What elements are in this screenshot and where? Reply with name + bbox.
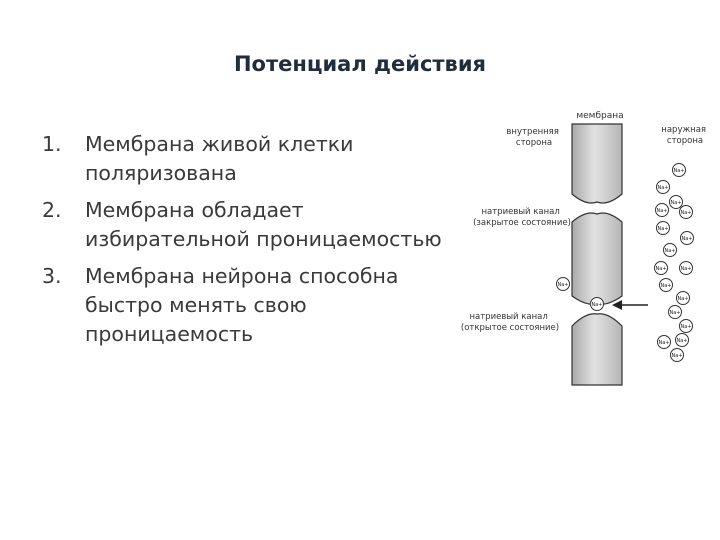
- membrane-segment: [571, 123, 623, 204]
- sodium-ion: Na+: [676, 291, 690, 305]
- membrane-diagram: мембрана внутренняя сторона наружная сто…: [461, 111, 708, 386]
- item-text: Мембрана живой клетки поляризована: [85, 132, 354, 185]
- membrane-segment: [571, 313, 623, 386]
- point-list: 1. Мембрана живой клетки поляризована 2.…: [42, 130, 482, 357]
- list-item: 3. Мембрана нейрона способна быстро меня…: [42, 262, 482, 349]
- sodium-ion: Na+: [679, 205, 693, 219]
- svg-text:Na+: Na+: [665, 248, 676, 254]
- sodium-ion: Na+: [669, 195, 683, 209]
- item-text: Мембрана обладает избирательной проницае…: [85, 198, 442, 251]
- sodium-ion: Na+: [679, 319, 693, 333]
- sodium-ion: Na+: [655, 203, 669, 217]
- sodium-ion: Na+: [668, 305, 682, 319]
- slide-title: Потенциал действия: [233, 52, 487, 76]
- svg-text:Na+: Na+: [677, 338, 688, 344]
- sodium-ion: Na+: [656, 180, 670, 194]
- svg-text:Na+: Na+: [558, 282, 569, 288]
- svg-text:Na+: Na+: [592, 302, 603, 308]
- sodium-ion: Na+: [656, 221, 670, 235]
- sodium-ion: Na+: [657, 335, 671, 349]
- item-text: Мембрана нейрона способна быстро менять …: [85, 264, 399, 346]
- sodium-ion: Na+: [659, 278, 673, 292]
- svg-text:Na+: Na+: [659, 340, 670, 346]
- svg-text:Na+: Na+: [661, 283, 672, 289]
- sodium-ion: Na+: [680, 231, 694, 245]
- sodium-ion: Na+: [556, 277, 570, 291]
- outer-side-label: наружная сторона: [661, 125, 708, 146]
- membrane-label: мембрана: [576, 111, 623, 121]
- sodium-ion: Na+: [679, 261, 693, 275]
- svg-text:Na+: Na+: [682, 236, 693, 242]
- svg-text:Na+: Na+: [656, 266, 667, 272]
- svg-text:Na+: Na+: [674, 168, 685, 174]
- membrane-segment: [571, 212, 623, 305]
- sodium-ion: Na+: [670, 348, 684, 362]
- svg-text:Na+: Na+: [657, 208, 668, 214]
- sodium-ion: Na+: [672, 163, 686, 177]
- inner-side-label: внутренняя сторона: [506, 127, 561, 148]
- item-number: 1.: [42, 132, 62, 156]
- svg-text:Na+: Na+: [671, 200, 682, 206]
- svg-text:Na+: Na+: [658, 226, 669, 232]
- list-item: 2. Мембрана обладает избирательной прони…: [42, 196, 482, 254]
- open-channel-label: натриевый канал (открытое состояние): [461, 312, 559, 333]
- sodium-ions: Na+Na+Na+Na+Na+Na+Na+Na+Na+Na+Na+Na+Na+N…: [556, 163, 694, 362]
- sodium-ion: Na+: [675, 333, 689, 347]
- sodium-ion: Na+: [654, 261, 668, 275]
- ion-flow-arrow-head: [612, 300, 622, 310]
- svg-text:Na+: Na+: [672, 353, 683, 359]
- sodium-ion: Na+: [590, 297, 604, 311]
- item-number: 2.: [42, 198, 62, 222]
- list-item: 1. Мембрана живой клетки поляризована: [42, 130, 482, 188]
- svg-text:Na+: Na+: [681, 266, 692, 272]
- item-number: 3.: [42, 264, 62, 288]
- svg-text:Na+: Na+: [658, 185, 669, 191]
- sodium-ion: Na+: [663, 243, 677, 257]
- svg-text:Na+: Na+: [681, 210, 692, 216]
- closed-channel-label: натриевый канал (закрытое состояние): [473, 207, 571, 228]
- svg-text:Na+: Na+: [678, 296, 689, 302]
- svg-text:Na+: Na+: [681, 324, 692, 330]
- svg-text:Na+: Na+: [670, 310, 681, 316]
